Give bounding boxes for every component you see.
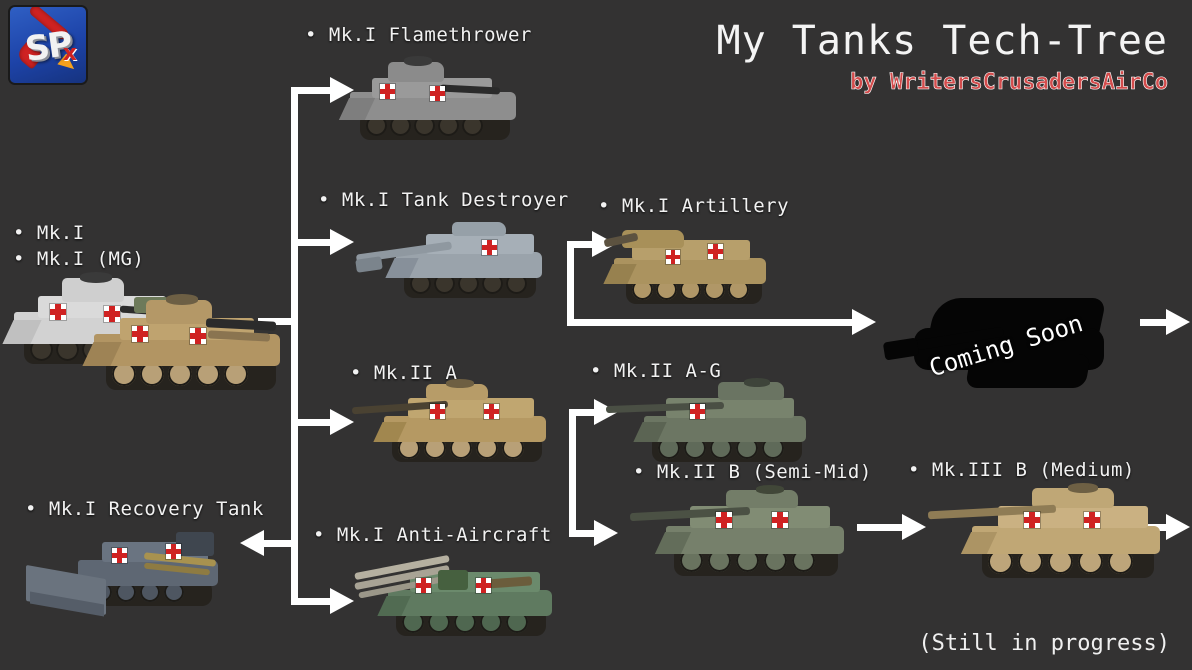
connector-mk2b-to-mk3b (857, 524, 907, 531)
arrow-to-coming-soon (852, 309, 876, 335)
label-mk1: • Mk.I (13, 222, 85, 244)
tank-mk1-mg (82, 290, 288, 400)
arrow-to-mk2a (330, 409, 354, 435)
connector-branch-mk2a (291, 419, 339, 426)
connector-branch-anti-aircraft (291, 598, 339, 605)
connector-to-mk2ag (569, 409, 599, 416)
label-tank-destroyer: • Mk.I Tank Destroyer (318, 189, 569, 211)
arrow-to-mk3b (902, 514, 926, 540)
label-mk1-mg: • Mk.I (MG) (13, 248, 145, 270)
connector-main-trunk (291, 87, 298, 605)
connector-branch-flamethrower (291, 87, 339, 94)
connector-exit-upper (1140, 319, 1170, 326)
tank-tank-destroyer (355, 218, 548, 310)
arrow-to-anti-aircraft (330, 588, 354, 614)
page-title: My Tanks Tech-Tree (716, 18, 1168, 64)
connector-branch-recovery (262, 540, 298, 547)
tank-mk2a (351, 378, 552, 474)
logo-x-text: x (62, 41, 77, 66)
arrow-to-recovery-tank (240, 530, 264, 556)
arrow-to-mk2b (594, 520, 618, 546)
label-anti-aircraft: • Mk.I Anti-Aircraft (313, 524, 552, 546)
tank-artillery (603, 222, 774, 314)
tank-coming-soon-silhouette (882, 288, 1154, 398)
connector-to-artillery (567, 241, 597, 248)
tank-mk2ag (605, 378, 806, 474)
tank-mk2b (629, 484, 850, 588)
tank-anti-aircraft (352, 548, 557, 653)
progress-note: (Still in progress) (918, 631, 1170, 656)
arrow-exit-lower (1166, 514, 1190, 540)
connector-to-mk2b (569, 530, 599, 537)
tank-mk3b (927, 483, 1163, 590)
connector-mk2a-junction (569, 409, 576, 537)
byline: by WritersCrusadersAirCo (850, 70, 1168, 96)
connector-to-coming-soon (567, 319, 857, 326)
label-artillery: • Mk.I Artillery (598, 195, 790, 217)
simpleplanes-logo: SP x (10, 7, 86, 83)
connector-branch-tank-destroyer (291, 239, 339, 246)
label-mk3b: • Mk.III B (Medium) (908, 459, 1135, 481)
tank-recovery (26, 522, 236, 632)
label-mk2ag: • Mk.II A-G (590, 360, 722, 382)
label-flamethrower: • Mk.I Flamethrower (305, 24, 532, 46)
connector-root-feed (258, 318, 298, 325)
tank-flamethrower (338, 56, 524, 148)
arrow-to-tank-destroyer (330, 229, 354, 255)
label-mk2a: • Mk.II A (350, 362, 458, 384)
arrow-exit-upper (1166, 309, 1190, 335)
connector-td-junction (567, 241, 574, 326)
label-mk2b: • Mk.II B (Semi-Mid) (633, 461, 872, 483)
label-recovery-tank: • Mk.I Recovery Tank (25, 498, 264, 520)
